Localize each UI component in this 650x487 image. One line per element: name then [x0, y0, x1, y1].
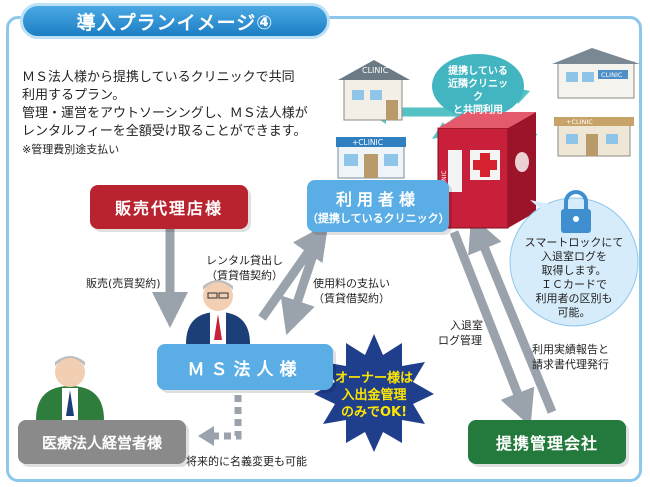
rental-label: レンタル貸出し （賃貸借契約）: [206, 253, 283, 283]
user-sub-label: （提携しているクリニック）: [307, 212, 450, 225]
page-title: 導入プランイメージ④: [76, 11, 274, 34]
clinic-plus-building-icon: [336, 137, 406, 179]
clinic-building-right-bottom-icon: [554, 117, 634, 157]
clinic-sign-2: +CLINIC: [352, 138, 383, 147]
medical-owner-label: 医療法人経営者様: [41, 433, 162, 452]
smartlock-line-2: 入退室ログを: [541, 250, 607, 263]
intro-line-2: 利用するプラン。: [22, 88, 126, 103]
ms-corp-box: ＭＳ法人様: [157, 344, 333, 390]
shared-use-text: 提携している 近隣クリニック と共同利用: [444, 65, 512, 117]
usage-line-2: （賃貸借契約）: [313, 292, 390, 305]
burst-line-3: のみでOK!: [340, 405, 408, 420]
smartlock-bubble: [509, 197, 639, 327]
shared-use-line-1: 提携している: [448, 66, 508, 77]
flow-arrows: [152, 215, 557, 446]
future-name-change-label: 将来的に名義変更も可能: [186, 455, 307, 468]
intro-line-4: レンタルフィーを全額受け取ることができます。: [22, 124, 307, 139]
smartlock-line-5: 利用者の区別も: [535, 292, 613, 305]
intro-note: ※管理費別途支払い: [22, 143, 120, 156]
intro-line-3: 管理・運営をアウトソーシングし、ＭＳ法人様が: [22, 106, 308, 121]
smartlock-line-3: 取得します。: [541, 264, 607, 277]
report-line-1: 利用実績報告と: [532, 343, 609, 356]
log-line-2: ログ管理: [438, 334, 482, 347]
sales-agent-box: 販売代理店様: [90, 185, 248, 229]
report-label: 利用実績報告と 請求書代理発行: [532, 342, 609, 372]
rental-line-2: （賃貸借契約）: [206, 269, 283, 282]
ms-corp-label: ＭＳ法人様: [187, 359, 303, 380]
rental-line-1: レンタル貸出し: [206, 254, 283, 267]
smartlock-line-4: ＩＣカードで: [541, 278, 607, 291]
intro-line-1: ＭＳ法人様から提携しているクリニックで共同: [22, 70, 295, 85]
clinic-sign-3: CLINIC: [601, 71, 623, 79]
usage-line-1: 使用料の支払い: [313, 277, 390, 290]
medical-owner-person-icon: [36, 356, 104, 420]
clinic-sign-4: +CLINIC: [566, 118, 593, 126]
smartlock-line-1: スマートロックにて: [524, 236, 624, 249]
title-tab: 導入プランイメージ④: [20, 3, 330, 39]
shared-use-line-3: と共同利用: [453, 105, 503, 116]
user-main-label: 利用者様: [335, 190, 420, 209]
shared-use-bubble: [432, 54, 524, 118]
partner-mgmt-label: 提携管理会社: [495, 434, 598, 453]
log-line-1: 入退室: [450, 319, 483, 332]
log-mgmt-label: 入退室 ログ管理: [438, 318, 483, 348]
clinic-sign-1: CLINIC: [362, 66, 389, 75]
clinic-building-icon: [338, 60, 410, 121]
burst-line-1: オーナー様は: [334, 371, 413, 386]
report-line-2: 請求書代理発行: [532, 358, 609, 371]
smartlock-line-6: 可能。: [557, 306, 591, 319]
intro-text: ＭＳ法人様から提携しているクリニックで共同 利用するプラン。 管理・運営をアウト…: [22, 69, 308, 159]
lock-icon: [561, 190, 591, 233]
sales-agent-label: 販売代理店様: [114, 199, 223, 218]
partner-mgmt-box: 提携管理会社: [468, 420, 626, 464]
ms-corp-person-icon: [186, 280, 250, 344]
smartlock-bubble-tail: [530, 200, 555, 212]
burst-text: オーナー様は 入出金管理 のみでOK!: [324, 370, 424, 421]
sales-contract-label: 販売(売買契約): [86, 277, 161, 290]
medical-owner-box: 医療法人経営者様: [18, 420, 186, 464]
user-box: 利用者様 （提携しているクリニック）: [307, 180, 450, 232]
mobile-clinic-unit-icon: [437, 112, 536, 229]
clinic-building-right-top-icon: [552, 48, 640, 99]
usage-fee-label: 使用料の支払い （賃貸借契約）: [313, 276, 390, 306]
owner-burst: [314, 334, 434, 452]
burst-line-2: 入出金管理: [341, 388, 407, 403]
shared-use-line-2: 近隣クリニック: [448, 79, 508, 103]
smartlock-text: スマートロックにて 入退室ログを 取得します。 ＩＣカードで 利用者の区別も 可…: [514, 236, 634, 320]
